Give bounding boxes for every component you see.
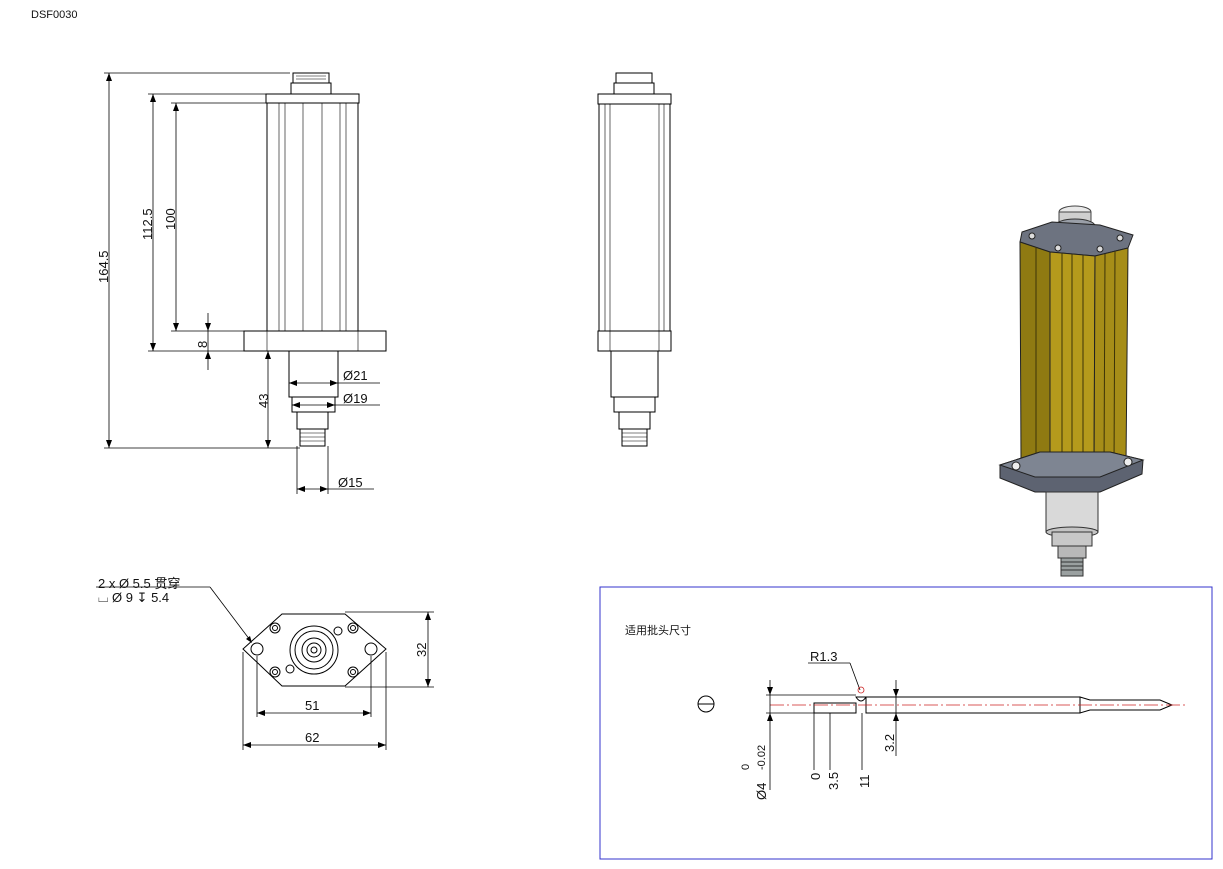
bit-panel-title: 适用批头尺寸 [625, 625, 691, 637]
hole-note-line2: ⌴ Ø 9 ↧ 5.4 [98, 590, 170, 605]
hole-note-line1: 2 x Ø 5.5 贯穿 [98, 576, 181, 591]
dim-flat: 3.2 [882, 733, 897, 752]
dim-dia-21: Ø21 [343, 368, 368, 383]
drawing-code: DSF0030 [31, 9, 78, 21]
dim-dia-19: Ø19 [343, 391, 368, 406]
dim-flange-thickness: 8 [195, 340, 210, 348]
tol-lower: -0.02 [756, 744, 768, 770]
side-view [597, 72, 672, 447]
tol-upper: 0 [740, 763, 752, 770]
dim-dia-15: Ø15 [338, 475, 363, 490]
dim-tube-height: 100 [163, 208, 178, 230]
dim-height: 32 [414, 642, 429, 657]
dim-width: 62 [305, 730, 320, 745]
dim-3-5: 3.5 [826, 771, 841, 790]
dim-hole-spacing: 51 [305, 698, 320, 713]
dim-total-height: 164.5 [96, 250, 111, 283]
product-3d-render [998, 205, 1145, 577]
dim-zero: 0 [808, 772, 823, 780]
radius-label: R1.3 [810, 649, 838, 664]
dim-11: 11 [857, 774, 872, 789]
dim-body-height: 112.5 [140, 208, 155, 240]
dim-dia-4: Ø4 [754, 782, 769, 800]
front-view [104, 72, 387, 494]
bit-dimensions-panel [599, 586, 1213, 860]
bottom-view [96, 586, 434, 750]
dim-lower-length: 43 [256, 393, 271, 408]
